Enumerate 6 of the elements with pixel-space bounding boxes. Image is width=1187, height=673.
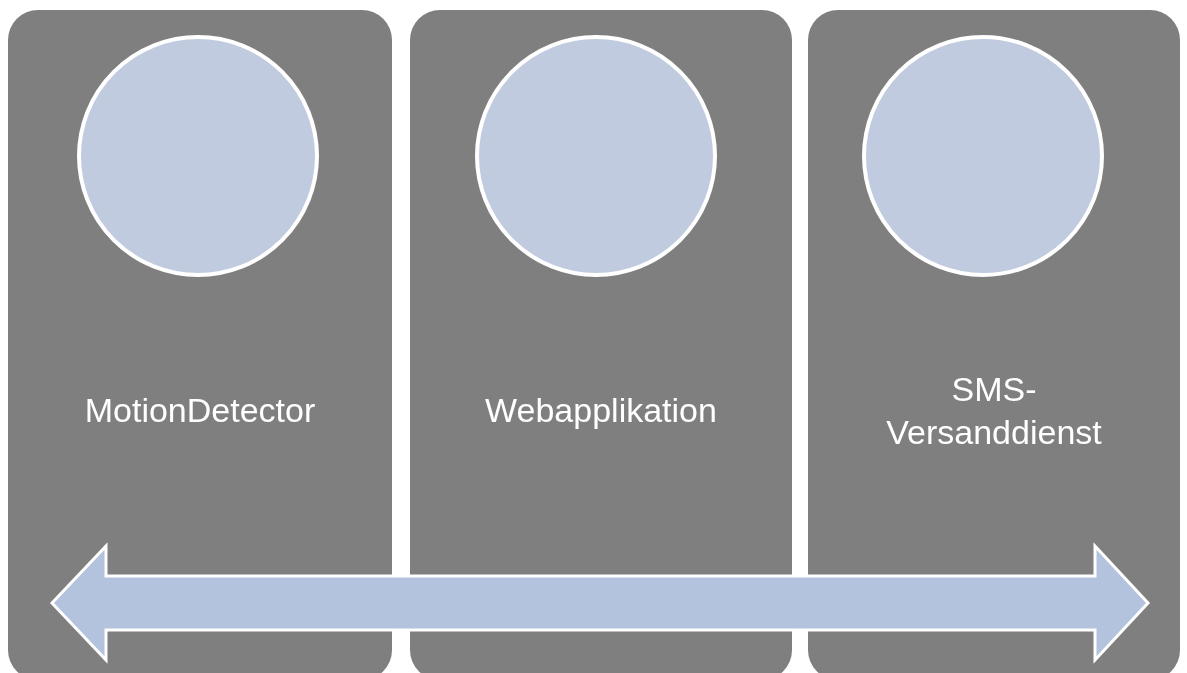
column-panel	[808, 10, 1180, 673]
panel-title: Webapplikation	[484, 389, 718, 431]
column-panel	[410, 10, 792, 673]
panel-title: SMS-Versanddienst	[885, 368, 1103, 452]
column-panel	[8, 10, 392, 673]
panel-title: MotionDetector	[83, 389, 317, 431]
